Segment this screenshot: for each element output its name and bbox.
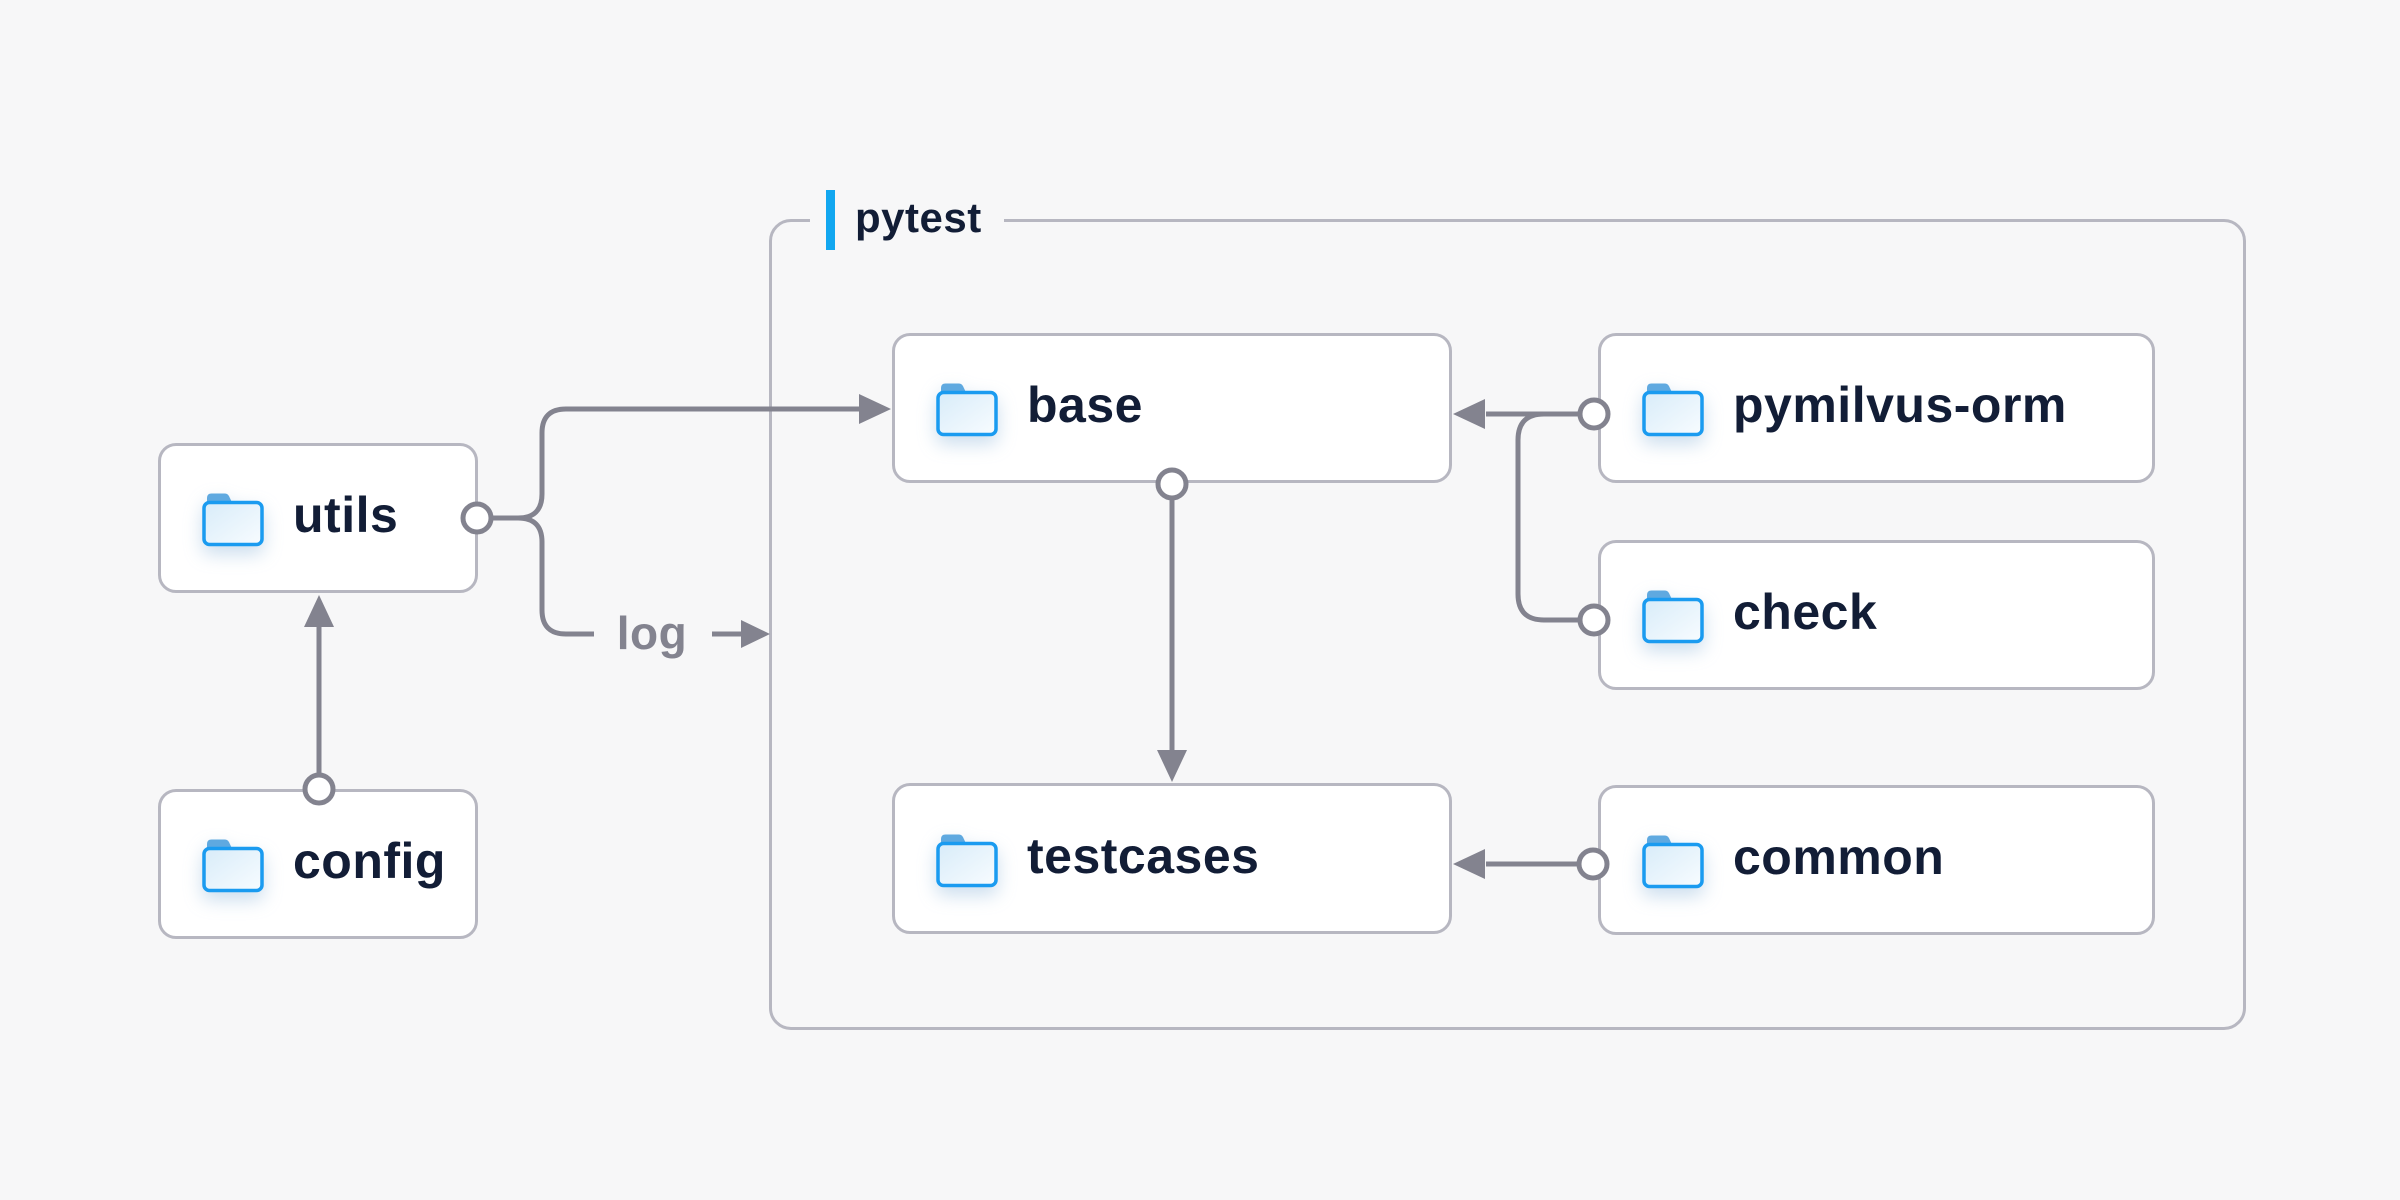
node-check-label: check xyxy=(1733,584,1878,640)
node-check: check xyxy=(1598,540,2155,690)
node-config: config xyxy=(158,789,478,939)
folder-icon xyxy=(936,832,998,887)
folder-icon xyxy=(202,837,264,893)
node-testcases: testcases xyxy=(892,783,1452,934)
node-utils-label: utils xyxy=(293,487,399,543)
folder-icon xyxy=(202,491,264,547)
node-testcases-label: testcases xyxy=(1027,827,1260,884)
node-base: base xyxy=(892,333,1452,483)
folder-icon xyxy=(1642,588,1704,644)
group-title: pytest xyxy=(855,194,982,241)
edge-config-to-utils xyxy=(302,595,336,806)
node-config-label: config xyxy=(293,833,446,889)
folder-icon xyxy=(1642,833,1704,889)
folder-icon xyxy=(936,381,998,437)
node-base-label: base xyxy=(1027,377,1143,433)
pytest-group-box: pytest xyxy=(769,187,2246,1030)
accent-bar-icon xyxy=(826,190,835,250)
node-pymilvus-orm: pymilvus-orm xyxy=(1598,333,2155,483)
edge-label-log: log xyxy=(616,607,688,659)
node-pymilvus-orm-label: pymilvus-orm xyxy=(1733,377,2067,433)
node-common-label: common xyxy=(1733,829,1945,885)
pytest-group-label: pytest xyxy=(810,187,1004,253)
node-utils: utils xyxy=(158,443,478,593)
folder-icon xyxy=(1642,381,1704,437)
node-common: common xyxy=(1598,785,2155,935)
